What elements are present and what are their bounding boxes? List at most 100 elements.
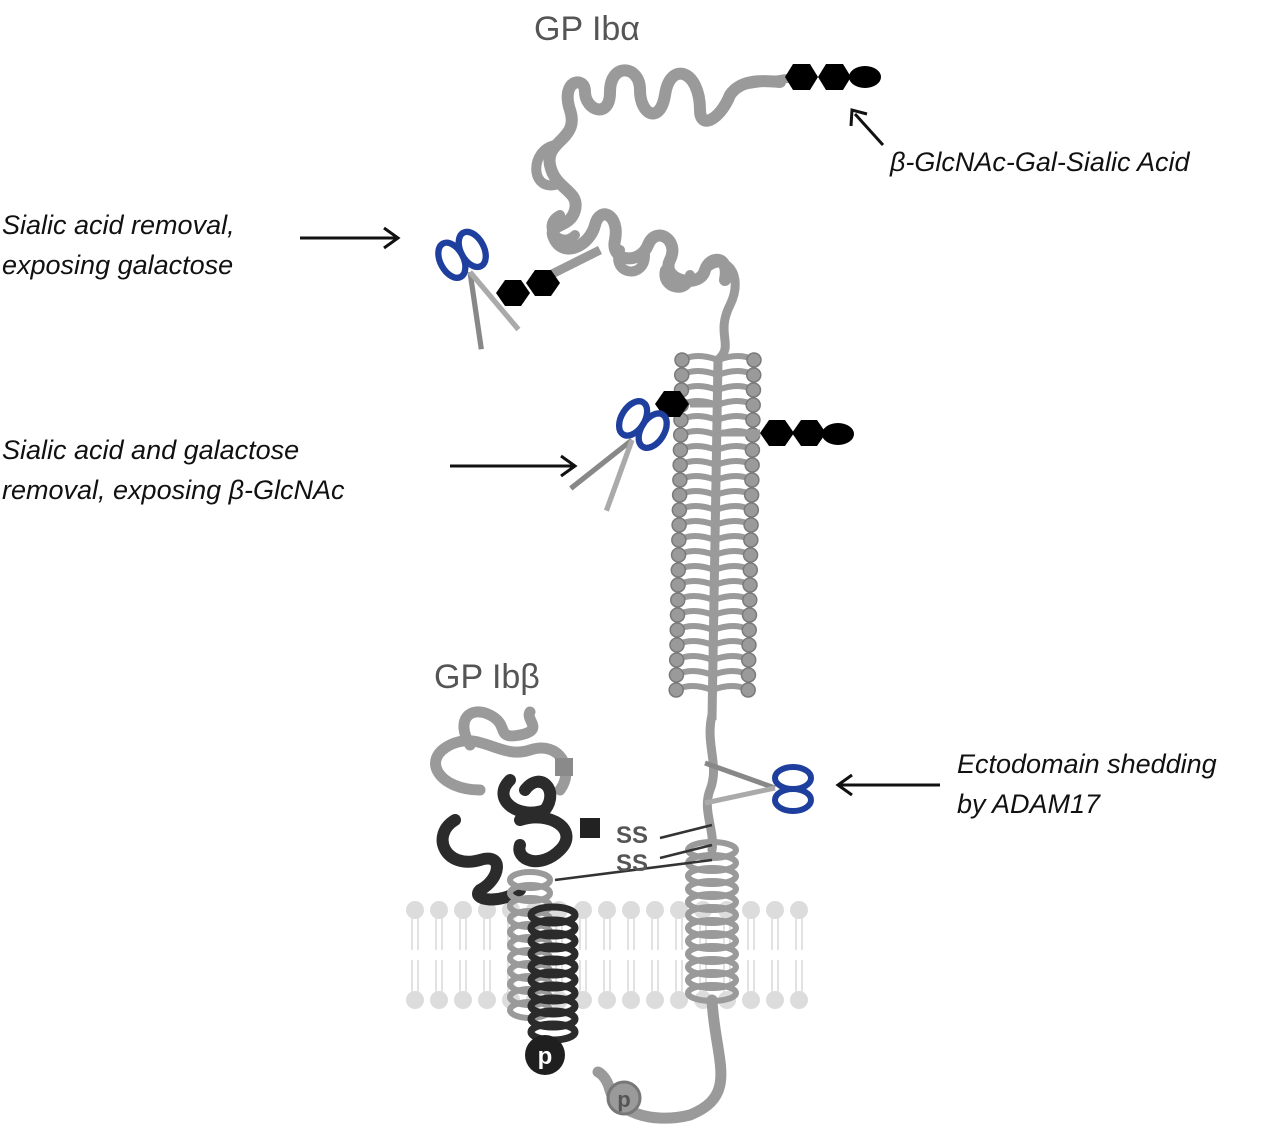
gp-ib-alpha-transmembrane-helix bbox=[685, 839, 739, 1004]
stalk-bead bbox=[669, 637, 685, 653]
lipid-head-bottom bbox=[789, 959, 809, 1010]
galactose-hexagon bbox=[526, 270, 560, 296]
gp-ib-alpha-linker bbox=[700, 258, 740, 365]
stalk-bead bbox=[741, 607, 758, 623]
arrow-to-galactose-removal bbox=[450, 454, 578, 478]
stalk-bead bbox=[671, 502, 688, 518]
gp-ib-beta-title: GP Ibβ bbox=[434, 658, 540, 696]
lipid-head-top bbox=[597, 900, 617, 951]
lipid-head-bottom bbox=[453, 959, 473, 1010]
phospho-site-beta bbox=[525, 1035, 565, 1075]
stalk-bead bbox=[741, 622, 757, 638]
lipid-head-bottom bbox=[405, 959, 425, 1010]
disulfide-line-3 bbox=[554, 858, 713, 882]
sialic-gal-removal-label-line2: removal, exposing β-GlcNAc bbox=[2, 475, 345, 505]
sialic-acid-oval bbox=[822, 423, 854, 445]
glycan-desialylated-left bbox=[496, 270, 560, 306]
arrow-to-shedding bbox=[835, 773, 940, 797]
disulfide-line-2 bbox=[659, 843, 713, 860]
scissors-icon-galactose-removal bbox=[571, 394, 673, 515]
lipid-head-top bbox=[477, 900, 497, 951]
lipid-head-top bbox=[645, 900, 665, 951]
stalk-bead bbox=[740, 682, 756, 698]
glycan-stem-left bbox=[547, 245, 603, 280]
stalk-bead bbox=[668, 652, 685, 668]
glycan-chain-label: β-GlcNAc-Gal-Sialic Acid bbox=[890, 147, 1190, 177]
galactose-hexagon bbox=[818, 64, 851, 90]
stalk-bead bbox=[742, 562, 759, 578]
gp-ib-alpha-juxtamembrane bbox=[702, 710, 719, 855]
phospho-label-beta: p bbox=[538, 1043, 553, 1070]
stalk-bead bbox=[743, 532, 759, 548]
stalk-bead bbox=[743, 502, 760, 518]
stalk-bead bbox=[668, 682, 684, 698]
lipid-head-top bbox=[405, 900, 425, 951]
lipid-head-bottom bbox=[765, 959, 785, 1010]
sialic-gal-removal-label-line1: Sialic acid and galactose bbox=[2, 435, 300, 465]
gp-ib-alpha-lrr-domain bbox=[543, 64, 786, 287]
glycan-glcnac-exposed bbox=[655, 391, 716, 417]
lipid-head-top bbox=[765, 900, 785, 951]
sialic-removal-label-line2: exposing galactose bbox=[2, 250, 234, 280]
stalk-bead bbox=[674, 352, 690, 368]
lipid-head-bottom bbox=[741, 959, 761, 1010]
stalk-bead bbox=[744, 442, 761, 458]
stalk-bead bbox=[670, 577, 686, 593]
phospho-label-alpha: p bbox=[617, 1087, 630, 1112]
lipid-head-bottom bbox=[597, 959, 617, 1010]
stalk-bead bbox=[671, 532, 687, 548]
shedding-label-line2: by ADAM17 bbox=[957, 789, 1101, 819]
glycan-stem-top bbox=[744, 73, 791, 90]
disulfide-label-1: SS bbox=[616, 822, 649, 849]
arrow-to-glycan bbox=[849, 108, 885, 147]
stalk-bead bbox=[673, 367, 690, 383]
stalk-bead bbox=[744, 472, 760, 488]
stalk-bead bbox=[745, 397, 761, 413]
stalk-bead bbox=[743, 487, 760, 503]
lipid-head-bottom bbox=[621, 959, 641, 1010]
stalk-bead bbox=[668, 667, 685, 683]
disulfide-label-2: SS bbox=[616, 850, 649, 877]
stalk-bead bbox=[672, 442, 689, 458]
stalk-bead bbox=[746, 352, 762, 368]
stalk-bead bbox=[670, 592, 686, 608]
galactose-hexagon bbox=[792, 420, 826, 446]
lipid-head-bottom bbox=[429, 959, 449, 1010]
lipid-head-top bbox=[453, 900, 473, 951]
lipid-head-bottom bbox=[645, 959, 665, 1010]
gp-ib-beta-glycan-box-2 bbox=[580, 818, 600, 838]
lipid-head-top bbox=[429, 900, 449, 951]
lipid-bilayer bbox=[405, 900, 809, 1010]
scissors-icon-adam17 bbox=[705, 763, 811, 811]
lipid-head-top bbox=[789, 900, 809, 951]
glcnac-hexagon bbox=[760, 420, 794, 446]
stalk-bead bbox=[740, 667, 757, 683]
stalk-bead bbox=[671, 517, 687, 533]
stalk-bead bbox=[671, 487, 688, 503]
stalk-bead bbox=[745, 382, 762, 398]
stalk-bead bbox=[672, 457, 688, 473]
stalk-bead bbox=[672, 472, 688, 488]
shedding-label-line1: Ectodomain shedding bbox=[957, 749, 1217, 779]
stalk-bead bbox=[742, 577, 758, 593]
glycan-full-top bbox=[785, 64, 881, 90]
stalk-bead bbox=[742, 592, 758, 608]
lipid-head-top bbox=[741, 900, 761, 951]
gp-ib-beta-transmembrane-dark bbox=[527, 903, 579, 1044]
gp-ib-beta-dark-loops bbox=[436, 774, 573, 906]
stalk-bead bbox=[745, 367, 762, 383]
stalk-bead bbox=[670, 547, 687, 563]
stalk-bead bbox=[672, 427, 689, 443]
stalk-bead bbox=[745, 412, 761, 428]
sialic-removal-label-line1: Sialic acid removal, bbox=[2, 210, 235, 240]
disulfide-line-1 bbox=[659, 823, 713, 840]
phospho-site-alpha bbox=[606, 1080, 642, 1116]
stalk-bead bbox=[669, 622, 685, 638]
glycan-full-stalk bbox=[722, 420, 854, 446]
gp-ib-alpha-cytoplasmic-tail bbox=[592, 994, 727, 1124]
lipid-head-bottom bbox=[477, 959, 497, 1010]
lipid-head-top bbox=[621, 900, 641, 951]
stalk-bead bbox=[741, 637, 757, 653]
